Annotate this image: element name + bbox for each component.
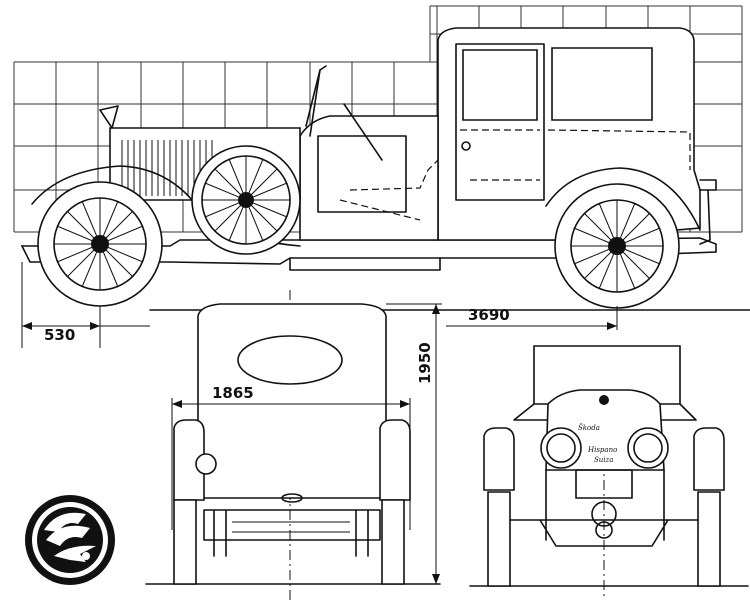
steering-wheel-column bbox=[309, 69, 383, 161]
rear-axle-lines bbox=[232, 521, 350, 533]
rear-left-tire bbox=[173, 499, 197, 585]
windscreen-frame bbox=[305, 65, 327, 127]
front-overhang-dimension: 530 bbox=[21, 262, 150, 348]
running-board bbox=[289, 257, 441, 271]
front-apron bbox=[575, 469, 633, 499]
radiator-cap bbox=[599, 395, 609, 405]
spare-wheel bbox=[191, 145, 301, 255]
rear-left-fender bbox=[173, 419, 205, 501]
rear-lamp bbox=[281, 493, 303, 503]
hidden-lines-cabin bbox=[460, 129, 691, 181]
rear-window-oval bbox=[237, 335, 343, 385]
wheelbase-dimension: 3690 bbox=[446, 306, 618, 330]
front-overhang-label: 530 bbox=[44, 326, 75, 344]
front-axle bbox=[509, 469, 699, 547]
door-handle bbox=[461, 141, 471, 151]
rear-fender bbox=[545, 167, 701, 231]
door-window bbox=[462, 49, 538, 121]
badge-model-2: Suiza bbox=[594, 456, 613, 464]
right-headlamp-lens bbox=[633, 433, 663, 463]
chassis-frame bbox=[20, 237, 717, 265]
front-right-tire bbox=[697, 491, 721, 587]
height-dimension: 1950 bbox=[386, 303, 442, 584]
left-headlamp-lens bbox=[546, 433, 576, 463]
badge-maker: Škoda bbox=[578, 423, 600, 432]
hidden-lines-seat bbox=[339, 159, 439, 221]
wheelbase-label: 3690 bbox=[468, 306, 510, 324]
front-left-fender bbox=[483, 427, 515, 491]
front-door bbox=[317, 135, 407, 213]
rear-window bbox=[551, 47, 653, 121]
rear-right-tire bbox=[381, 499, 405, 585]
height-label: 1950 bbox=[416, 342, 434, 384]
track-width-dimension: 1865 bbox=[171, 384, 411, 530]
rear-view: 1865 1950 bbox=[145, 290, 442, 600]
rear-left-lamp bbox=[195, 453, 217, 475]
starting-crank bbox=[591, 501, 617, 527]
rear-rack bbox=[699, 179, 717, 245]
front-right-fender bbox=[693, 427, 725, 491]
track-width-label: 1865 bbox=[212, 384, 254, 402]
driver-compartment bbox=[299, 115, 439, 241]
cabin-door bbox=[455, 43, 545, 201]
side-view: 530 3690 bbox=[13, 5, 750, 348]
front-left-tire bbox=[487, 491, 511, 587]
front-wheel bbox=[37, 181, 163, 307]
front-view: Škoda Hispano Suiza bbox=[469, 345, 749, 600]
skoda-winged-arrow-logo-icon bbox=[25, 495, 115, 585]
hood-ornament bbox=[99, 105, 119, 129]
front-axle-hub bbox=[595, 521, 613, 539]
rear-axle-assembly bbox=[203, 509, 381, 557]
badge-model-1: Hispano bbox=[587, 446, 617, 454]
rear-wheel bbox=[554, 183, 680, 309]
rear-right-fender bbox=[379, 419, 411, 501]
